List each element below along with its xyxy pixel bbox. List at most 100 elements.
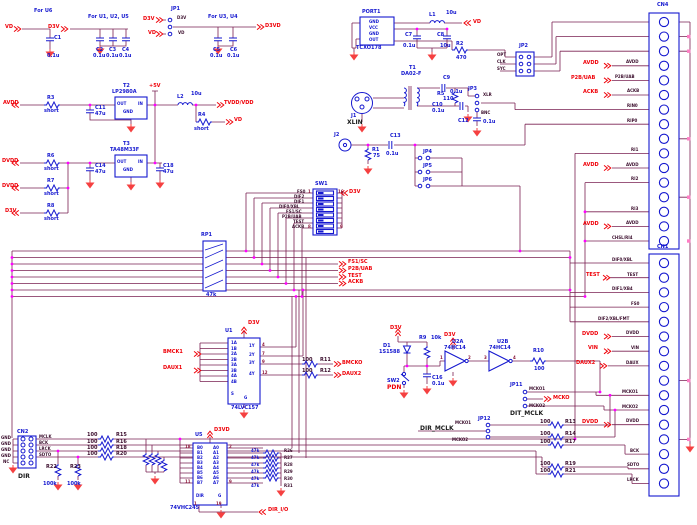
ground-symbol [73,481,83,491]
cn1-pin-14 [658,448,670,460]
resistor-symbol [301,360,319,368]
cn4-pin-6 [658,89,670,101]
net-flags [11,16,612,516]
net-flag-test [602,274,611,281]
ground-symbol [422,385,432,395]
ground-symbol [53,481,63,491]
wire-mux [199,290,333,408]
power-flag-d3vd [206,430,214,439]
net-flag-p2buab [603,77,612,84]
net-flag-dvdd [11,159,20,167]
net-flag-dvdd [11,184,20,192]
net-flag-vd [225,118,234,126]
cn4-pin-4 [658,60,670,71]
ground-symbol [399,389,409,399]
capacitor-symbol [442,35,452,40]
cn4-pin-3 [658,46,670,57]
resistor-symbol [148,452,156,466]
net-flag-avdd [603,223,612,230]
cn1-pin-8 [658,360,670,372]
u1-mux-body [227,337,261,405]
net-flag-avdd [11,101,20,109]
transformer-coil [416,87,420,107]
capacitor-symbol [459,101,464,111]
capacitor-symbol [228,37,238,42]
node-squares [687,34,691,442]
capacitor-symbol [412,35,422,40]
wire-dip-bus [11,192,659,438]
jp4-pins [417,155,431,161]
resistor-symbol [451,46,469,54]
capacitor-symbol [95,37,105,42]
cn4-pin-13 [658,192,670,203]
jp12-pins [485,422,491,440]
resistor-symbol [301,371,319,379]
rp1-network-body [202,240,227,292]
cn1-pin-10 [658,390,670,401]
ground-symbol [213,45,223,55]
jp11-pins [522,389,528,409]
net-flag-bmcko [333,360,342,368]
dip-switch-cells [315,190,335,235]
ground-symbol [126,181,136,191]
net-flag-daux2 [599,362,608,369]
ground-symbol [448,377,458,387]
resistor-symbol [97,453,115,461]
cn4-pin-12 [658,177,670,188]
net-flag-vd [13,25,22,33]
capacitor-symbol [85,167,95,172]
capacitor-symbol [155,167,165,172]
power-flag-d3v [449,337,457,346]
regulator-t2-body [114,96,148,120]
net-flag-ackb [603,91,612,99]
capacitor-symbol [121,37,131,42]
resistor-symbol [423,345,431,359]
net-flag-mcko [543,395,552,403]
net-flag-d3v [60,25,69,33]
power-flag-d3v [394,328,402,337]
cn1-pin-6 [658,331,670,342]
resistor-symbol [54,463,62,477]
ground-symbol [126,123,136,133]
resistor-symbol [43,209,61,217]
jp5-pins [417,169,431,175]
capacitor-symbol [388,140,393,150]
resistor-symbol [142,452,150,466]
net-flag-tvdd [216,101,225,109]
cn4-pin-2 [658,31,670,42]
ground-symbol [427,51,437,61]
cn4-pin-15 [658,221,670,232]
ground-symbol [85,179,95,189]
u5-transceiver-body [192,442,228,506]
capacitor-symbol [85,109,95,114]
resistor-symbol [97,441,115,449]
ground-symbol [239,409,249,419]
ground-symbol [216,509,226,519]
wire-top-left [22,19,256,49]
ground-symbol [150,475,160,485]
net-flag-d3v [11,209,20,217]
cn4-pin-14 [658,206,670,217]
jp1-pins [167,17,173,37]
jp3-pins [474,93,480,113]
ground-symbol [155,179,165,189]
resistor-symbol [529,357,547,365]
cn1-pin-5 [658,316,670,327]
cn1-pin-15 [658,463,670,474]
jp2-header-pins [518,54,532,74]
ground-symbol [685,443,695,453]
sw2-pushbutton [400,371,410,386]
ground-symbol [276,487,286,497]
net-flag-test [338,273,347,281]
resistor-symbol [160,458,168,472]
net-flag-daux2 [333,371,342,379]
cn4-pin-9 [658,133,670,144]
transformer-coil [403,87,407,107]
resistor-symbol [547,463,565,471]
resistor-symbol [43,184,61,192]
capacitor-symbol [108,37,118,42]
rp1-hatch [204,243,224,289]
wire-pdn [397,336,601,393]
jp6-pins [417,183,431,189]
